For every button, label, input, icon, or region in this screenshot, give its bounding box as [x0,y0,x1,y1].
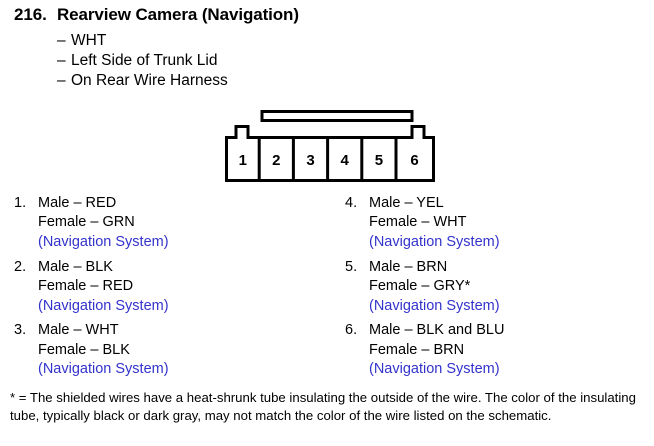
footnote: * = The shielded wires have a heat-shrun… [10,390,636,424]
pin-female-wire: Female – BRN [369,341,465,358]
list-item-label: Left Side of Trunk Lid [71,52,218,69]
dash-bullet-icon: – [57,52,66,69]
pin-number: 5. [345,258,358,275]
page-title-text: Rearview Camera (Navigation) [57,5,299,24]
pin-system-label: (Navigation System) [38,233,169,250]
pin-list-left-column: 1. Male – RED Female – GRN (Navigation S… [14,194,169,385]
svg-text:2: 2 [272,152,280,169]
page-title: 216. Rearview Camera (Navigation) [14,5,299,25]
pin-system-label: (Navigation System) [38,297,169,314]
pin-entry: 6. Male – BLK and BLU Female – BRN (Navi… [345,321,504,379]
list-item-label: WHT [71,32,107,49]
svg-text:5: 5 [375,152,383,169]
pin-number: 4. [345,195,358,211]
pin-number: 3. [14,322,27,339]
pin-female-wire: Female – GRN [38,214,135,231]
pin-system-label: (Navigation System) [369,297,500,314]
pin-male-wire: Male – BLK [38,258,113,275]
svg-text:4: 4 [341,152,350,169]
list-item-label: On Rear Wire Harness [71,72,228,89]
pin-system-label: (Navigation System) [369,233,500,250]
pin-number: 2. [14,258,27,275]
dash-bullet-icon: – [57,72,66,89]
component-detail-list: – WHT – Left Side of Trunk Lid – On Rear… [57,31,228,91]
pin-female-wire: Female – GRY* [369,278,471,295]
page-title-number: 216. [14,5,47,24]
svg-text:3: 3 [306,152,314,169]
pin-number: 1. [14,195,27,211]
list-item: – WHT [57,31,228,51]
list-item: – Left Side of Trunk Lid [57,51,228,71]
dash-bullet-icon: – [57,32,66,49]
pin-female-wire: Female – WHT [369,214,467,231]
pin-male-wire: Male – YEL [369,195,444,211]
pin-list-right-column: 4. Male – YEL Female – WHT (Navigation S… [345,194,504,385]
pin-system-label: (Navigation System) [369,361,500,378]
pin-entry: 1. Male – RED Female – GRN (Navigation S… [14,194,169,252]
pin-entry: 2. Male – BLK Female – RED (Navigation S… [14,258,169,316]
pin-male-wire: Male – RED [38,195,117,211]
pin-female-wire: Female – BLK [38,341,130,358]
pin-male-wire: Male – BLK and BLU [369,322,505,339]
pin-entry: 3. Male – WHT Female – BLK (Navigation S… [14,321,169,379]
list-item: – On Rear Wire Harness [57,71,228,91]
pin-system-label: (Navigation System) [38,361,169,378]
connector-diagram: 1 2 3 4 5 6 [225,110,435,186]
pin-entry: 5. Male – BRN Female – GRY* (Navigation … [345,258,504,316]
pin-entry: 4. Male – YEL Female – WHT (Navigation S… [345,194,504,252]
pin-male-wire: Male – BRN [369,258,448,275]
svg-text:6: 6 [410,152,418,169]
pin-number: 6. [345,322,358,339]
svg-text:1: 1 [239,152,247,169]
pin-male-wire: Male – WHT [38,322,119,339]
pin-female-wire: Female – RED [38,278,134,295]
